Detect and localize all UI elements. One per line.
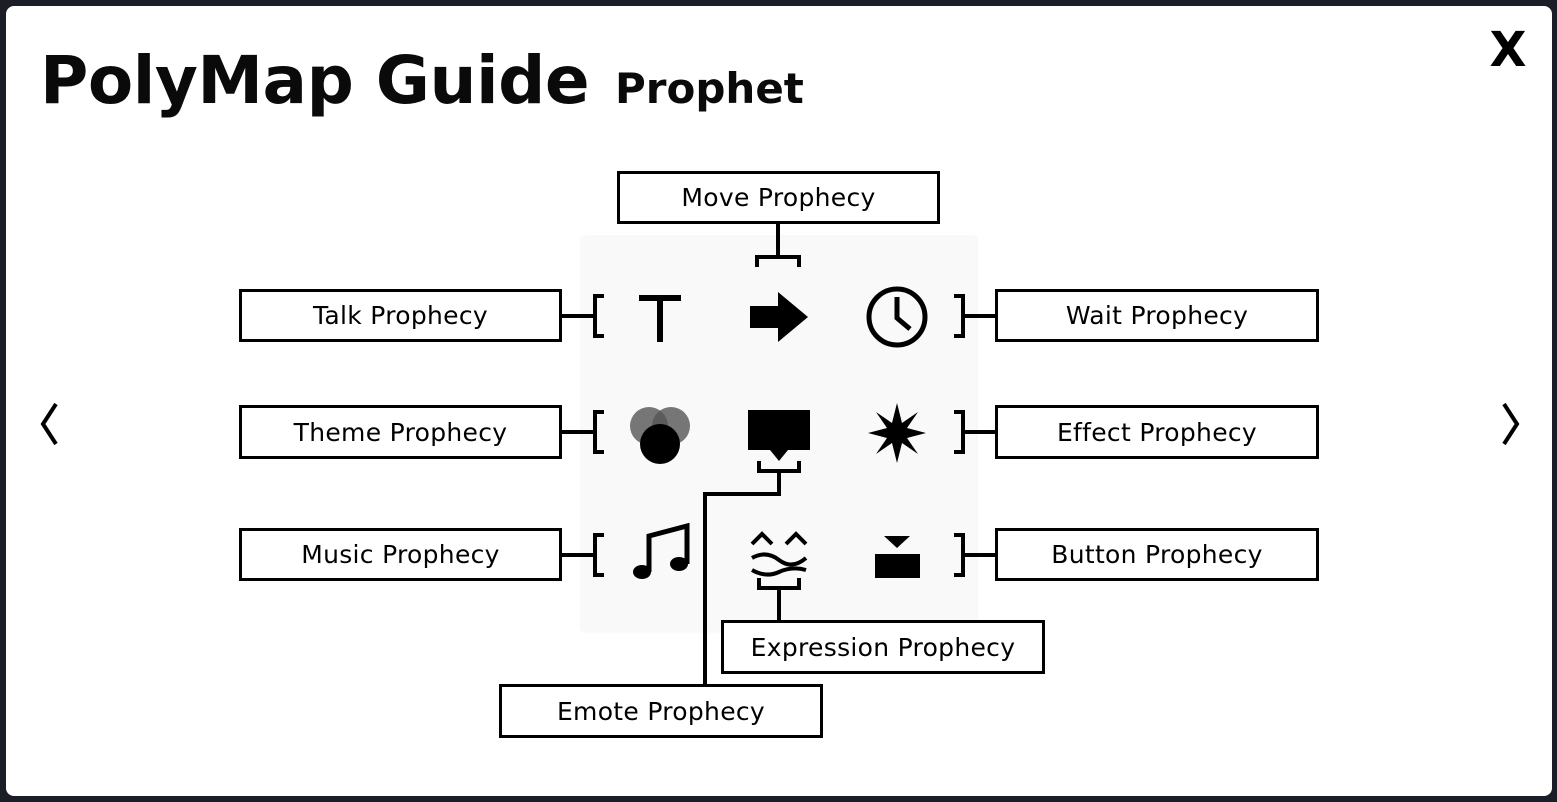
label-expression-prophecy[interactable]: Expression Prophecy	[721, 620, 1045, 674]
music-prophecy-icon[interactable]	[625, 520, 695, 590]
label-theme-prophecy[interactable]: Theme Prophecy	[239, 405, 562, 459]
guide-subtitle: Prophet	[615, 64, 804, 113]
label-music-prophecy[interactable]: Music Prophecy	[239, 528, 562, 581]
expression-prophecy-icon[interactable]	[744, 520, 814, 590]
effect-prophecy-icon[interactable]	[862, 398, 932, 468]
arrow-right-icon	[750, 292, 808, 342]
music-note-icon	[633, 522, 690, 579]
overlapping-circles-icon	[630, 407, 690, 464]
face-expression-icon	[750, 531, 808, 577]
push-button-icon	[875, 536, 920, 578]
chevron-left-icon	[40, 402, 58, 446]
emote-prophecy-icon[interactable]	[744, 398, 814, 468]
next-page-button[interactable]	[1494, 401, 1524, 447]
label-talk-prophecy[interactable]: Talk Prophecy	[239, 289, 562, 342]
label-button-prophecy[interactable]: Button Prophecy	[995, 528, 1319, 581]
previous-page-button[interactable]	[36, 401, 66, 447]
talk-prophecy-icon[interactable]	[625, 282, 695, 352]
starburst-icon	[868, 403, 926, 463]
move-prophecy-icon[interactable]	[744, 282, 814, 352]
theme-prophecy-icon[interactable]	[625, 398, 695, 468]
text-T-icon	[639, 295, 681, 342]
chevron-right-icon	[1502, 402, 1520, 446]
close-button[interactable]: X	[1489, 22, 1527, 78]
button-prophecy-icon[interactable]	[862, 520, 932, 590]
label-wait-prophecy[interactable]: Wait Prophecy	[995, 289, 1319, 342]
label-move-prophecy[interactable]: Move Prophecy	[617, 171, 940, 224]
guide-title: PolyMap Guide	[40, 42, 590, 119]
wait-prophecy-icon[interactable]	[862, 282, 932, 352]
clock-icon	[866, 286, 928, 348]
label-emote-prophecy[interactable]: Emote Prophecy	[499, 684, 823, 738]
label-effect-prophecy[interactable]: Effect Prophecy	[995, 405, 1319, 459]
speech-bubble-icon	[748, 410, 810, 461]
